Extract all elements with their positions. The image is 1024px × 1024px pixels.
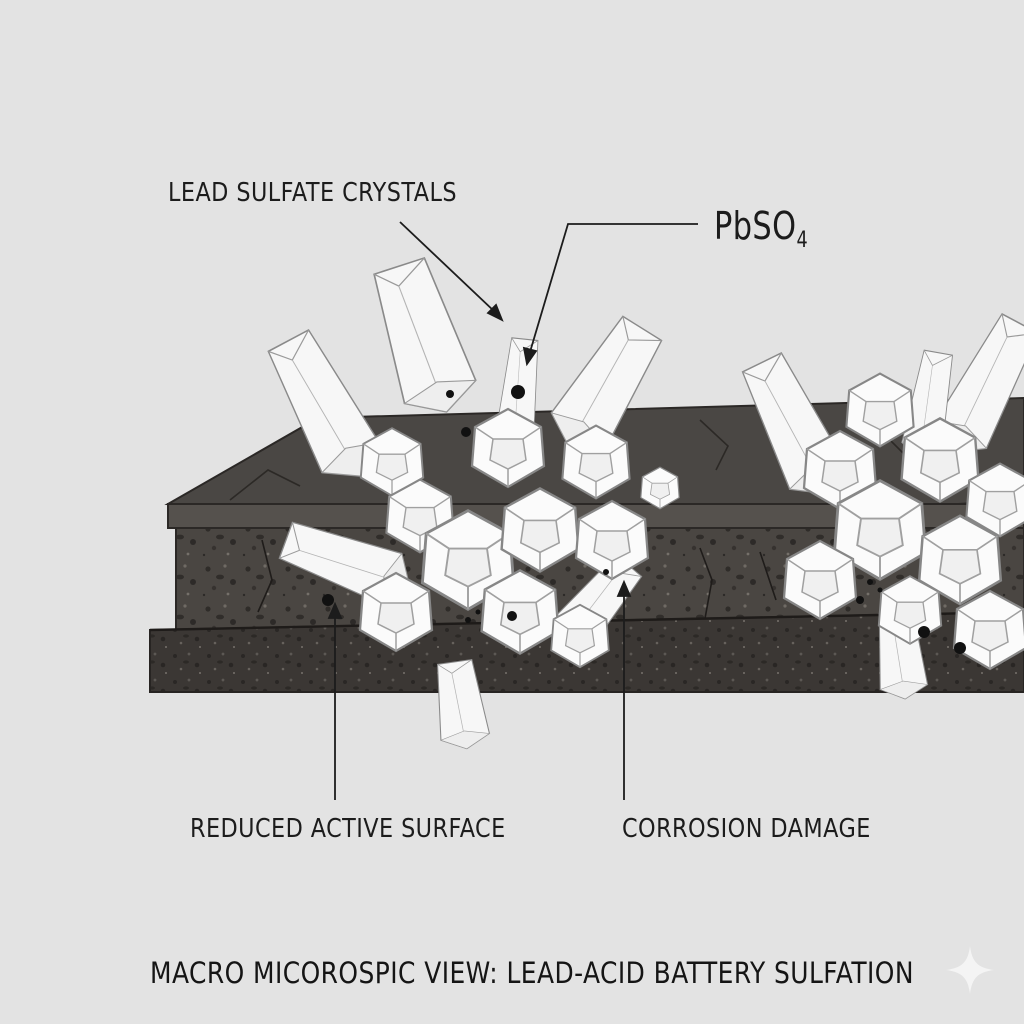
label-lead-sulfate-crystals: LEAD SULFATE CRYSTALS [168, 178, 457, 208]
arrowhead-lead-sulfate [486, 303, 504, 322]
page-title: MACRO MICOROSPIC VIEW: LEAD-ACID BATTERY… [150, 956, 914, 990]
label-reduced-active-surface: REDUCED ACTIVE SURFACE [190, 814, 506, 844]
arrowhead-reduced-surface [327, 601, 343, 619]
formula-subscript: 4 [796, 228, 809, 253]
corrosion-cracks [257, 539, 777, 625]
arrowhead-formula [522, 346, 538, 367]
label-chemical-formula: PbSO4 [714, 204, 808, 253]
leader-formula [529, 223, 698, 353]
formula-base: PbSO [714, 204, 797, 248]
sulfate-particles [322, 385, 966, 654]
arrowhead-corrosion [616, 579, 632, 597]
leader-lead-sulfate [399, 221, 496, 313]
callout-lines [327, 221, 698, 800]
sparkle-icon [946, 946, 994, 994]
label-corrosion-damage: CORROSION DAMAGE [622, 814, 871, 844]
